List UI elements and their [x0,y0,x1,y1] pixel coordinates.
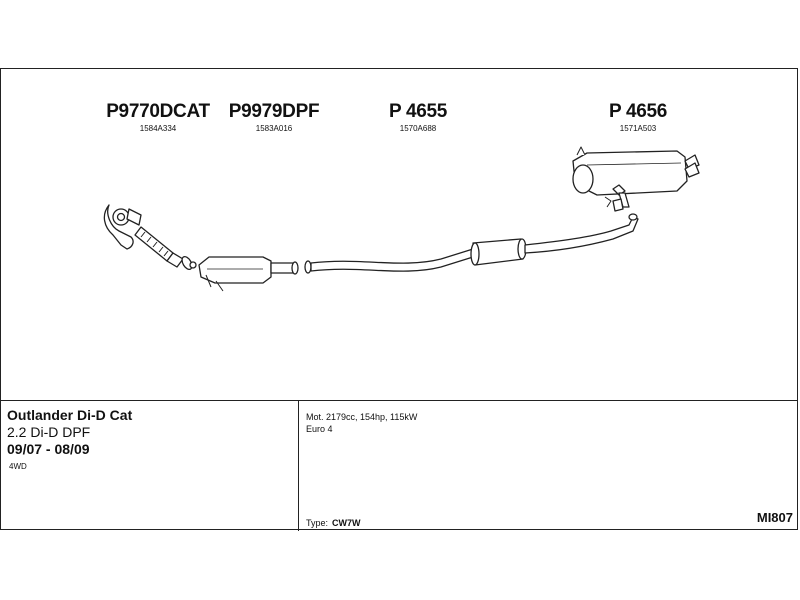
oem-number: 1584A334 [139,124,177,133]
exhaust-diagram [103,146,700,292]
part-label-cat: P9770DCAT 1584A334 [93,101,223,133]
catalytic-converter-part [103,204,197,271]
oem-number: 1571A503 [619,124,657,133]
vehicle-variant: 2.2 Di-D DPF [7,424,91,440]
vehicle-years: 09/07 - 08/09 [7,441,90,457]
vehicle-info: Outlander Di-D Cat 2.2 Di-D DPF 09/07 - … [7,407,132,471]
spec-info: Mot. 2179cc, 154hp, 115kW Euro 4 [306,411,417,435]
part-number: P 4656 [608,101,668,122]
middle-pipe-part [304,213,639,274]
dpf-part [198,256,299,292]
part-label-rear-silencer: P 4656 1571A503 [593,101,683,133]
rear-silencer-part [572,146,700,212]
emission-spec: Euro 4 [306,424,333,434]
part-label-dpf: P9979DPF 1583A016 [219,101,329,133]
catalog-sheet: P9770DCAT 1584A334 P9979DPF 1583A016 P 4… [0,68,798,531]
section-divider [1,400,797,401]
oem-number: 1583A016 [255,124,293,133]
vehicle-model: Outlander Di-D Cat [7,407,133,423]
oem-number: 1570A688 [399,124,437,133]
column-divider [298,400,299,531]
part-label-middle-pipe: P 4655 1570A688 [373,101,463,133]
type-label: Type: [306,518,329,528]
type-value: CW7W [332,518,361,528]
engine-spec: Mot. 2179cc, 154hp, 115kW [306,412,418,422]
part-number: P 4655 [388,101,448,122]
part-number: P9770DCAT [106,101,210,122]
diagram-code: MI807 [756,510,793,525]
type-info: Type:CW7W [306,518,361,528]
vehicle-drive: 4WD [9,462,27,471]
part-number: P9979DPF [228,101,320,122]
